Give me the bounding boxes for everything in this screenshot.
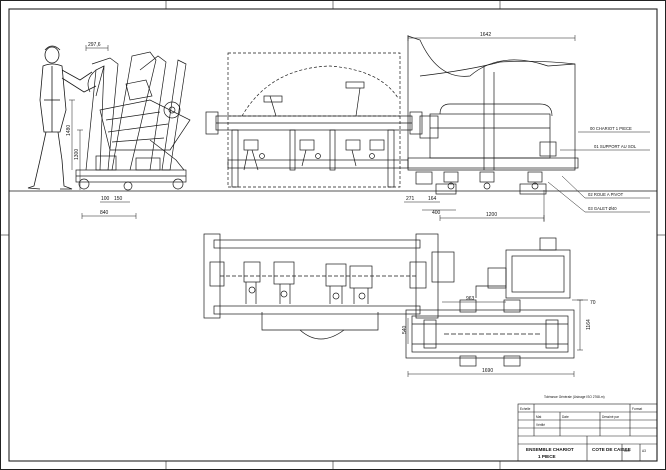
tb-field-format: Format <box>632 407 642 411</box>
tolerance-note: Tolérance Générale (Usinage ISO 2768-m) <box>544 395 605 399</box>
callout-chariot: 00 CHARIOT 1 PIECE <box>590 126 632 131</box>
top-right-carriage <box>405 237 575 367</box>
tb-field-rev: Rév <box>624 449 630 453</box>
dim-offset-b: 164 <box>428 196 437 202</box>
dim-total-length: 1642 <box>480 32 491 38</box>
dim-offset-a: 271 <box>406 196 415 202</box>
drawing-subtitle: 1 PIECE <box>538 454 556 459</box>
side-view-dimension-texts: 297,6 1480 1300 100 150 840 1642 271 164… <box>66 32 497 218</box>
tb-field-verifie: Vérifié <box>536 423 545 427</box>
top-dimension-lines <box>407 299 588 377</box>
dim-side-small: 70 <box>590 300 596 306</box>
dim-overall-length: 1690 <box>482 368 493 374</box>
car-body-profile <box>407 35 579 195</box>
title-block <box>517 403 658 462</box>
dim-small-b: 150 <box>114 196 123 202</box>
project-name: COTE DE CAISSE <box>592 447 631 452</box>
tilting-machine <box>75 51 191 191</box>
side-view <box>9 35 657 222</box>
dim-operator-reach: 297,6 <box>88 42 101 48</box>
dim-small-a: 100 <box>101 196 110 202</box>
dim-operator-height: 1480 <box>66 125 72 136</box>
dim-carriage-length: 963 <box>466 296 475 302</box>
top-view-dimension-texts: 963 540 1164 70 1690 <box>402 296 596 374</box>
dim-side-width: 1164 <box>586 319 592 330</box>
operator-figure <box>27 45 97 190</box>
callout-galet: 03 GALET Ø40 <box>588 206 617 211</box>
dim-base-width: 840 <box>100 210 109 216</box>
drawing-title: ENSEMBLE CHARIOT <box>526 447 574 452</box>
title-block-fields: Echelle Mat Date Dessiné par Vérifié For… <box>520 407 646 453</box>
tb-field-date: Date <box>562 415 569 419</box>
callout-roue: 02 ROUE A PIVOT <box>588 192 624 197</box>
dim-carriage-width: 540 <box>402 325 408 334</box>
side-dimension-lines <box>69 35 576 222</box>
dim-frame-height: 1300 <box>74 149 80 160</box>
callout-labels: 00 CHARIOT 1 PIECE 01 SUPPORT AU SOL 02 … <box>588 126 637 211</box>
dim-rail-length: 1200 <box>486 212 497 218</box>
tb-field-mat: Mat <box>536 415 541 419</box>
dim-offset-c: 400 <box>432 210 441 216</box>
callout-support: 01 SUPPORT AU SOL <box>594 144 637 149</box>
tb-field-echelle: Echelle <box>520 407 531 411</box>
top-view <box>203 233 588 377</box>
tb-field-a3: A3 <box>642 449 646 453</box>
tb-field-dessine: Dessiné par <box>602 415 620 419</box>
callout-leaders <box>547 131 650 213</box>
